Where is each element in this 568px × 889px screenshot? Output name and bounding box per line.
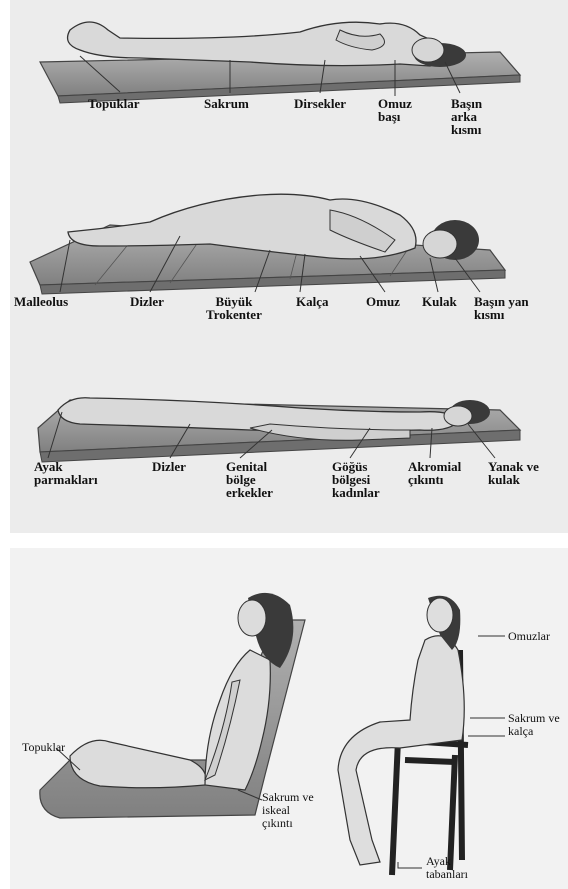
label-prone-cheek-ear: Yanak ve kulak bbox=[488, 460, 539, 486]
supine-head bbox=[412, 38, 444, 62]
label-fowler-heels: Topuklar bbox=[22, 741, 65, 754]
label-lateral-malleolus: Malleolus bbox=[14, 295, 68, 308]
label-sitting-sacrum-hip: Sakrum ve kalça bbox=[508, 712, 560, 738]
label-lateral-knees: Dizler bbox=[130, 295, 164, 308]
fowler-figure bbox=[40, 593, 305, 818]
label-sitting-soles: Ayak tabanları bbox=[426, 855, 468, 881]
sitting-body bbox=[338, 636, 464, 865]
label-supine-sacrum: Sakrum bbox=[204, 97, 249, 110]
label-prone-breast: Göğüs bölgesi kadınlar bbox=[332, 460, 380, 499]
sitting-head bbox=[427, 598, 453, 632]
prone-head bbox=[444, 406, 472, 426]
fowler-legs bbox=[70, 740, 206, 788]
label-supine-head-back: Başın arka kısmı bbox=[451, 97, 482, 136]
label-fowler-sacrum-ischial: Sakrum ve iskeal çıkıntı bbox=[262, 791, 314, 830]
label-supine-elbows: Dirsekler bbox=[294, 97, 346, 110]
label-lateral-trochanter: Büyük Trokenter bbox=[206, 295, 262, 321]
label-prone-genital: Genital bölge erkekler bbox=[226, 460, 273, 499]
lateral-figure bbox=[30, 194, 505, 294]
label-sitting-shoulders: Omuzlar bbox=[508, 630, 550, 643]
label-supine-heels: Topuklar bbox=[88, 97, 140, 110]
supine-body bbox=[68, 22, 442, 66]
prone-figure bbox=[38, 398, 520, 462]
supine-figure bbox=[40, 22, 520, 103]
label-lateral-shoulder: Omuz bbox=[366, 295, 400, 308]
label-lateral-hip: Kalça bbox=[296, 295, 329, 308]
fowler-head bbox=[238, 600, 266, 636]
label-prone-acromial: Akromial çıkıntı bbox=[408, 460, 461, 486]
label-prone-toes: Ayak parmakları bbox=[34, 460, 98, 486]
label-prone-knees: Dizler bbox=[152, 460, 186, 473]
label-lateral-ear: Kulak bbox=[422, 295, 457, 308]
label-lateral-head-side: Başın yan kısmı bbox=[474, 295, 529, 321]
lateral-head bbox=[423, 230, 457, 258]
label-supine-shoulder: Omuz başı bbox=[378, 97, 412, 123]
sitting-figure bbox=[338, 596, 505, 875]
